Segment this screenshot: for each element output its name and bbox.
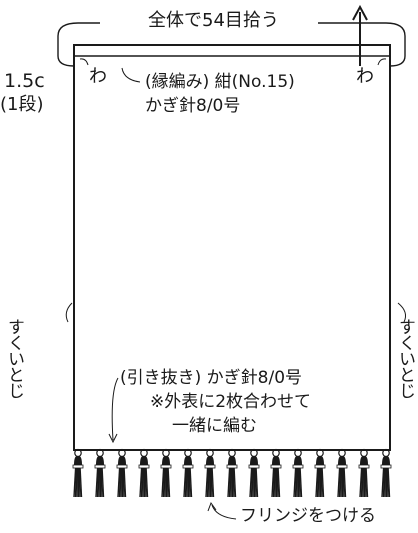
fringe-tassel [293,450,303,498]
fringe-leader [212,505,236,519]
edge-yarn-label: (縁編み) 紺(No.15) [145,74,295,91]
fringe-tassel [227,450,237,498]
slip-stitch-label: (引き抜き) かぎ針8/0号 [120,370,302,387]
loop-mark-left: わ [89,68,107,86]
fringe-tassel [117,450,127,498]
fringe-tassel [73,450,83,498]
join-leader-left [66,303,72,322]
fringe-tassel [271,450,281,498]
loop-curl-left [80,59,88,65]
fringe-tassel [95,450,105,498]
loop-mark-right: わ [356,68,374,86]
combine-note-label-2: 一緒に編む [172,418,257,435]
fringe-tassel [205,450,215,498]
border-rows-label: (1段) [0,96,44,114]
combine-note-label: ※外表に2枚合わせて [150,394,311,411]
edge-hook-label: かぎ針8/0号 [145,98,240,115]
fringe-tassel [183,450,193,498]
fringe-tassel [381,450,391,498]
loop-curl-right [378,59,386,65]
fringe-tassel [161,450,171,498]
fringe-tassel [315,450,325,498]
fringe-tassel [359,450,369,498]
fringe-tassel [249,450,259,498]
fringe-tassel [139,450,149,498]
side-join-left: すくいとじ [5,318,22,398]
edge-leader [122,68,140,82]
pickup-stitch-label: 全体で54目拾う [145,12,282,30]
fringe-row [73,450,391,498]
side-join-right: すくいとじ [396,318,413,398]
bottom-leader [112,378,118,440]
fringe-tassel [337,450,347,498]
fringe-label: フリンジをつける [240,508,376,525]
border-size-label: 1.5c [4,72,45,91]
